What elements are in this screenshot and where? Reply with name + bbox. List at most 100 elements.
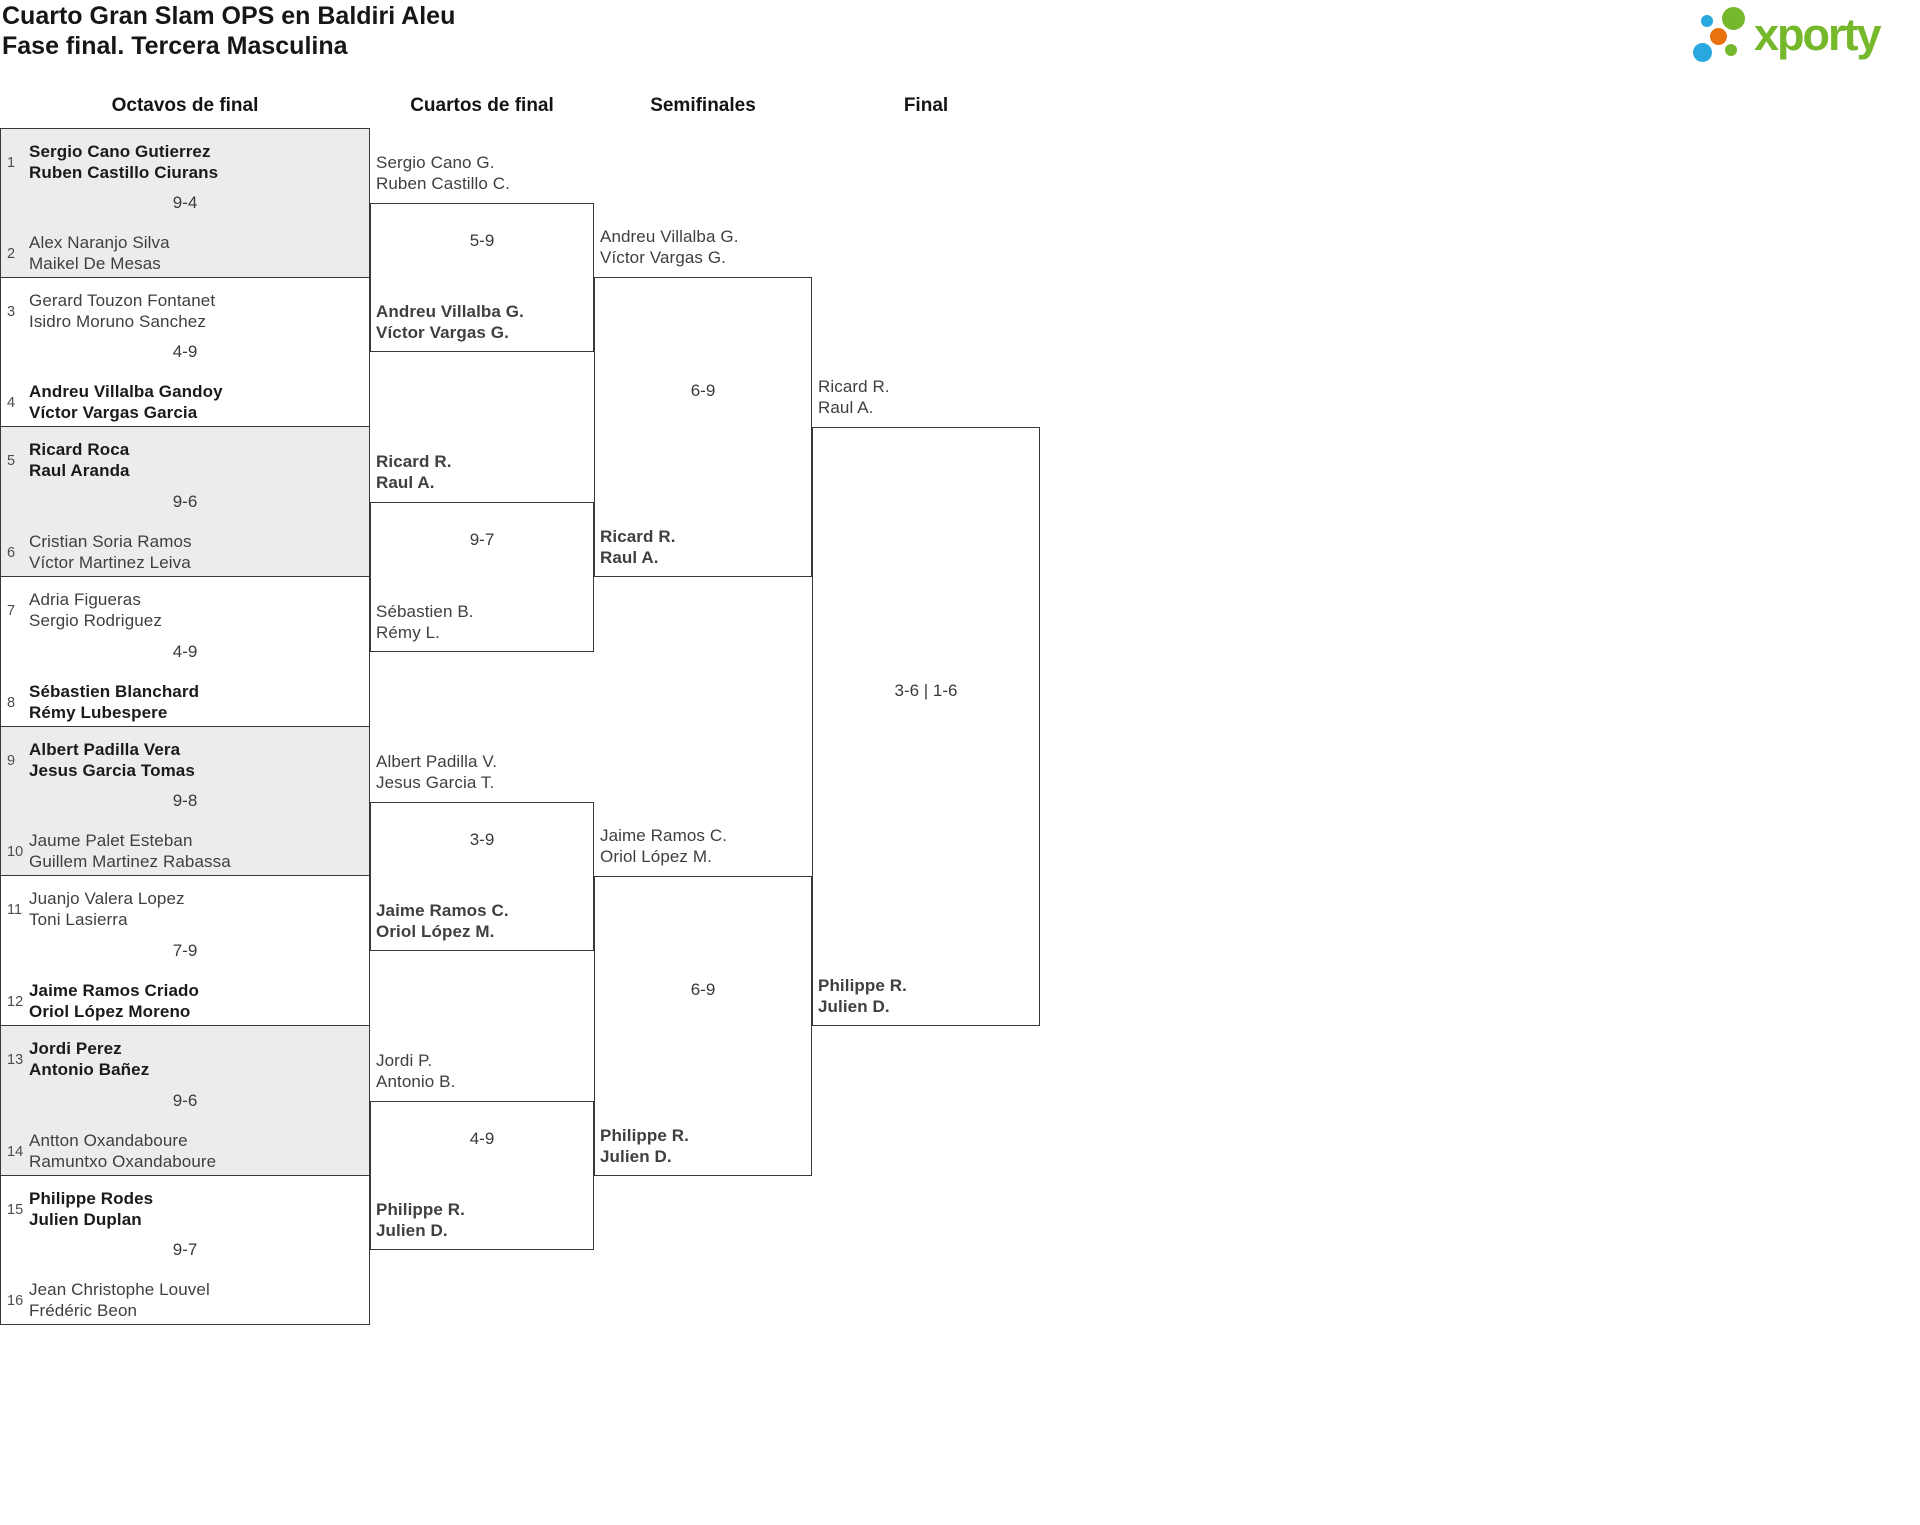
team-row: 10 Jaume Palet Esteban Guillem Martinez …: [7, 831, 365, 872]
match-box-r16-4: 7 Adria Figueras Sergio Rodriguez 4-9 8 …: [0, 577, 370, 727]
player-name: Sergio Cano Gutierrez: [29, 142, 211, 161]
match-score: 9-8: [172, 791, 198, 810]
logo-dot-orange: [1710, 28, 1727, 45]
qf2-team-a: Ricard R. Raul A.: [376, 451, 452, 493]
player-name: Antonio Bañez: [29, 1059, 150, 1079]
player-name: Philippe Rodes: [29, 1189, 154, 1208]
player-name: Raul Aranda: [29, 460, 130, 480]
match-box-sf-1: [594, 277, 812, 577]
logo-dot-green-large: [1722, 7, 1745, 30]
player-name: Philippe R.: [376, 1200, 465, 1219]
match-score: 9-6: [172, 1090, 198, 1110]
seed-number: 4: [7, 394, 16, 411]
player-name: Raul A.: [376, 473, 435, 492]
player-name: Jaime Ramos C.: [600, 826, 728, 845]
logo-dot-green-small: [1725, 44, 1737, 56]
player-name: Cristian Soria Ramos: [29, 532, 192, 551]
round-header-final: Final: [903, 95, 949, 116]
player-name: Víctor Martinez Leiva: [29, 552, 191, 572]
player-name: Ricard R.: [376, 452, 452, 471]
team-row: 13 Jordi Perez Antonio Bañez: [7, 1039, 365, 1080]
team-row: 4 Andreu Villalba Gandoy Víctor Vargas G…: [7, 382, 365, 423]
player-name: Juanjo Valera Lopez: [29, 889, 185, 908]
team-row: 8 Sébastien Blanchard Rémy Lubespere: [7, 682, 365, 723]
match-box-r16-8: 15 Philippe Rodes Julien Duplan 9-7 16 J…: [0, 1176, 370, 1325]
team-row: 11 Juanjo Valera Lopez Toni Lasierra: [7, 889, 365, 930]
qf3-score: 3-9: [469, 830, 495, 849]
player-name: Ruben Castillo Ciurans: [29, 162, 219, 182]
match-score: 9-7: [172, 1240, 198, 1259]
match-score: 9-4: [172, 193, 198, 212]
player-name: Albert Padilla V.: [376, 752, 498, 771]
seed-number: 3: [7, 303, 16, 320]
player-name: Víctor Vargas G.: [600, 248, 726, 267]
qf4-team-b: Philippe R. Julien D.: [376, 1199, 465, 1241]
team-row: 16 Jean Christophe Louvel Frédéric Beon: [7, 1280, 365, 1321]
team-row: 9 Albert Padilla Vera Jesus Garcia Tomas: [7, 740, 365, 781]
player-name: Jordi P.: [376, 1051, 433, 1070]
match-box-final: [812, 427, 1040, 1026]
player-name: Antton Oxandaboure: [29, 1131, 188, 1150]
qf1-score: 5-9: [469, 231, 495, 250]
seed-number: 2: [7, 245, 16, 262]
seed-number: 11: [7, 901, 23, 918]
player-name: Julien D.: [818, 997, 890, 1016]
phase-subtitle: Fase final. Tercera Masculina: [2, 32, 348, 60]
player-name: Isidro Moruno Sanchez: [29, 311, 206, 331]
player-name: Ricard Roca: [29, 440, 130, 459]
final-team-a: Ricard R. Raul A.: [818, 376, 890, 418]
player-name: Rémy L.: [376, 623, 440, 642]
player-name: Ramuntxo Oxandaboure: [29, 1151, 217, 1171]
sf1-team-a: Andreu Villalba G. Víctor Vargas G.: [600, 226, 739, 268]
seed-number: 7: [7, 602, 16, 619]
match-box-qf-2: [370, 502, 594, 652]
qf1-team-b: Andreu Villalba G. Víctor Vargas G.: [376, 301, 524, 343]
player-name: Julien D.: [376, 1221, 448, 1240]
player-name: Julien D.: [600, 1147, 672, 1166]
player-name: Víctor Vargas Garcia: [29, 402, 198, 422]
xporty-logo: xporty: [1688, 4, 1918, 74]
player-name: Víctor Vargas G.: [376, 323, 509, 342]
sf1-score: 6-9: [690, 381, 716, 400]
round-header-octavos: Octavos de final: [111, 95, 259, 116]
team-row: 1 Sergio Cano Gutierrez Ruben Castillo C…: [7, 142, 365, 183]
player-name: Ricard R.: [818, 377, 890, 396]
player-name: Philippe R.: [600, 1126, 689, 1145]
seed-number: 10: [7, 843, 24, 860]
logo-dot-blue-small: [1701, 15, 1713, 27]
player-name: Sébastien Blanchard: [29, 682, 200, 701]
logo-wordmark: xporty: [1754, 9, 1882, 60]
match-score: 4-9: [172, 641, 198, 661]
player-name: Guillem Martinez Rabassa: [29, 851, 231, 871]
player-name: Sergio Rodriguez: [29, 610, 162, 630]
match-box-r16-7: 13 Jordi Perez Antonio Bañez 9-6 14 Antt…: [0, 1026, 370, 1176]
team-row: 12 Jaime Ramos Criado Oriol López Moreno: [7, 981, 365, 1022]
player-name: Oriol López M.: [376, 922, 495, 941]
player-name: Ruben Castillo C.: [376, 174, 510, 193]
team-row: 6 Cristian Soria Ramos Víctor Martinez L…: [7, 532, 365, 573]
seed-number: 1: [7, 154, 16, 171]
match-box-r16-3: 5 Ricard Roca Raul Aranda 9-6 6 Cristian…: [0, 427, 370, 577]
qf3-team-b: Jaime Ramos C. Oriol López M.: [376, 900, 509, 942]
sf2-team-a: Jaime Ramos C. Oriol López M.: [600, 825, 727, 867]
match-box-r16-6: 11 Juanjo Valera Lopez Toni Lasierra 7-9…: [0, 876, 370, 1026]
qf4-team-a: Jordi P. Antonio B.: [376, 1050, 455, 1092]
player-name: Alex Naranjo Silva: [29, 233, 170, 252]
page-title: Cuarto Gran Slam OPS en Baldiri Aleu Fas…: [2, 1, 455, 61]
match-box-qf-4: [370, 1101, 594, 1250]
qf2-team-b: Sébastien B. Rémy L.: [376, 601, 474, 643]
match-box-sf-2: [594, 876, 812, 1176]
player-name: Oriol López M.: [600, 847, 712, 866]
team-row: 7 Adria Figueras Sergio Rodriguez: [7, 590, 365, 631]
qf3-team-a: Albert Padilla V. Jesus Garcia T.: [376, 751, 497, 793]
player-name: Jaume Palet Esteban: [29, 831, 193, 850]
player-name: Albert Padilla Vera: [29, 740, 181, 759]
player-name: Jesus Garcia Tomas: [29, 760, 195, 780]
sf1-team-b: Ricard R. Raul A.: [600, 526, 676, 568]
player-name: Jesus Garcia T.: [376, 773, 495, 792]
seed-number: 5: [7, 452, 16, 469]
player-name: Raul A.: [818, 398, 874, 417]
player-name: Sébastien B.: [376, 602, 474, 621]
sf2-team-b: Philippe R. Julien D.: [600, 1125, 689, 1167]
